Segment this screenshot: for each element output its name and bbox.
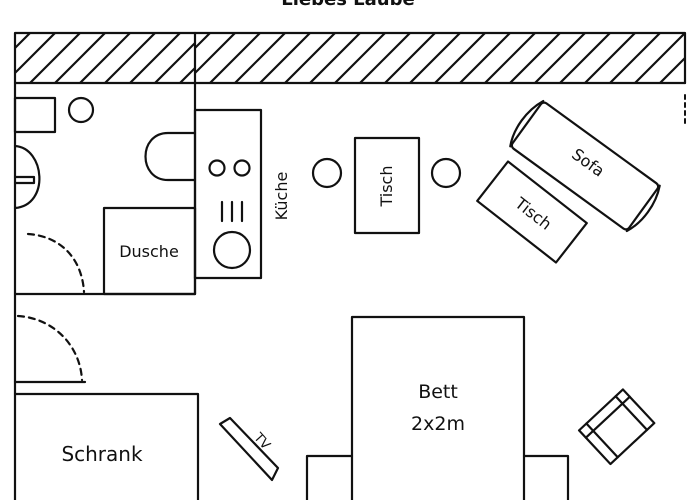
hatch-line: [333, 33, 387, 83]
side-table: [476, 160, 588, 264]
armchair: [577, 388, 656, 466]
washbasin: [13, 96, 57, 134]
toilet: [13, 144, 41, 210]
side-table-label: Tisch: [511, 193, 556, 234]
terrace-hatching: [0, 31, 687, 85]
kitchen-counter: [193, 108, 263, 280]
stove-burner-icon: [233, 159, 251, 177]
tv-stand: [218, 416, 280, 482]
sofa-label: Sofa: [568, 144, 608, 180]
hatch-line: [683, 81, 685, 83]
hatch-line: [308, 33, 362, 83]
hatch-line: [358, 33, 412, 83]
hatch-line: [233, 33, 287, 83]
hatch-line: [53, 33, 107, 83]
tv-label: TV: [250, 430, 273, 453]
hatch-line: [230, 33, 280, 83]
hatch-line: [508, 33, 562, 83]
hatch-line: [433, 33, 487, 83]
hatch-line: [208, 33, 262, 83]
hatch-line: [178, 66, 195, 83]
entrance-door: [13, 314, 87, 384]
hatch-line: [15, 33, 32, 50]
hatch-line: [128, 33, 182, 83]
dining-table: [353, 136, 421, 235]
hatch-line: [583, 33, 637, 83]
bed-size-label: 2x2m: [411, 413, 465, 435]
hatch-line: [15, 33, 57, 75]
sofa: [509, 99, 661, 233]
wardrobe-label: Schrank: [61, 442, 143, 466]
hatch-line: [458, 33, 512, 83]
hatch-line: [258, 33, 312, 83]
shower-label: Dusche: [119, 242, 179, 261]
wardrobe: [13, 392, 200, 500]
hatch-line: [408, 33, 462, 83]
bed-label: Bett: [418, 381, 458, 403]
hatch-line: [558, 33, 612, 83]
outer-wall: [13, 31, 687, 500]
hatch-line: [608, 33, 662, 83]
nightstand-right: [522, 454, 570, 500]
hatch-line: [483, 33, 537, 83]
sink-bowl-icon: [212, 230, 252, 270]
hatch-line: [658, 56, 685, 83]
toilet-bowl: [144, 131, 197, 182]
toilet-seat-icon: [13, 175, 36, 185]
hatch-line: [533, 33, 587, 83]
stool-left: [311, 157, 343, 189]
hatch-line: [195, 33, 212, 50]
hatch-line: [633, 33, 685, 83]
dining-table-label: Tisch: [377, 166, 396, 208]
hatch-line: [78, 33, 132, 83]
kitchen-label: Küche: [272, 172, 291, 221]
tap-icon: [67, 96, 95, 124]
hatch-line: [103, 33, 157, 83]
plan-title: Liebes Laube: [281, 0, 414, 10]
hatch-line: [28, 33, 82, 83]
hatch-line: [135, 33, 185, 83]
hatch-line: [383, 33, 437, 83]
hatch-line: [195, 33, 237, 75]
nightstand-left: [305, 454, 354, 500]
hatch-line: [153, 41, 195, 83]
hatch-line: [0, 33, 5, 83]
stool-right: [430, 157, 462, 189]
stove-burner-icon: [208, 159, 226, 177]
hatch-line: [205, 33, 255, 83]
hatch-line: [283, 33, 337, 83]
bed: [350, 315, 526, 500]
bathroom-door: [26, 232, 86, 294]
hatch-line: [255, 33, 305, 83]
sink-drain-icon: [220, 200, 244, 223]
